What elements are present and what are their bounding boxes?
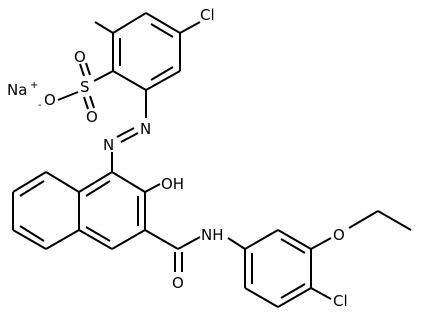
ring-ether-bond xyxy=(310,237,332,250)
naphthalene-ring xyxy=(12,171,146,250)
amide-oxygen-label: O xyxy=(172,274,184,292)
ring-chlorine-bottom-bond xyxy=(310,287,332,300)
nitrogen-aryl-bond xyxy=(227,237,246,250)
azo-nitrogen-1-label: N xyxy=(140,120,151,138)
ether-ethyl-bond xyxy=(348,210,379,229)
chlorine-top-label: Cl xyxy=(200,6,215,24)
sodium-label: Na xyxy=(7,81,27,99)
ring-chlorine-bond xyxy=(179,21,201,34)
oxygen-minus-charge: - xyxy=(38,100,42,111)
carbonyl-nitrogen-bond xyxy=(177,236,201,250)
oxygen-bottom-label: O xyxy=(86,108,98,126)
ether-oxygen-label: O xyxy=(333,226,345,244)
chlorine-bottom-label: Cl xyxy=(333,292,348,310)
methyl-bond xyxy=(94,21,114,34)
oxygen-minus-label: O xyxy=(44,91,56,109)
amide-nh-label: NH xyxy=(201,226,224,244)
azo-double-bond-a xyxy=(120,132,139,143)
hydroxyl-label: OH xyxy=(161,175,184,193)
sulfur-label: S xyxy=(80,78,90,96)
oxygen-top-label: O xyxy=(74,48,86,66)
azo-nitrogen-2-label: N xyxy=(103,136,114,154)
sodium-charge: + xyxy=(30,80,38,91)
sulfur-oxygen-top-bond-b xyxy=(85,62,91,76)
sulfur-oxygen-bottom-bond-a xyxy=(83,96,89,110)
naphthol-carbonyl-bond xyxy=(144,229,179,250)
sulfur-oxygen-minus-bond xyxy=(57,91,79,101)
hydroxyl-bond xyxy=(144,183,161,193)
upper-benzene-ring xyxy=(112,12,181,91)
ring-sulfur-bond xyxy=(93,70,114,82)
sulfur-oxygen-top-bond-a xyxy=(79,63,85,77)
lower-benzene-ring xyxy=(244,229,312,308)
azo-double-bond-b xyxy=(116,127,135,138)
ethyl-methyl-bond xyxy=(377,210,412,231)
sulfur-oxygen-bottom-bond-b xyxy=(89,95,95,109)
